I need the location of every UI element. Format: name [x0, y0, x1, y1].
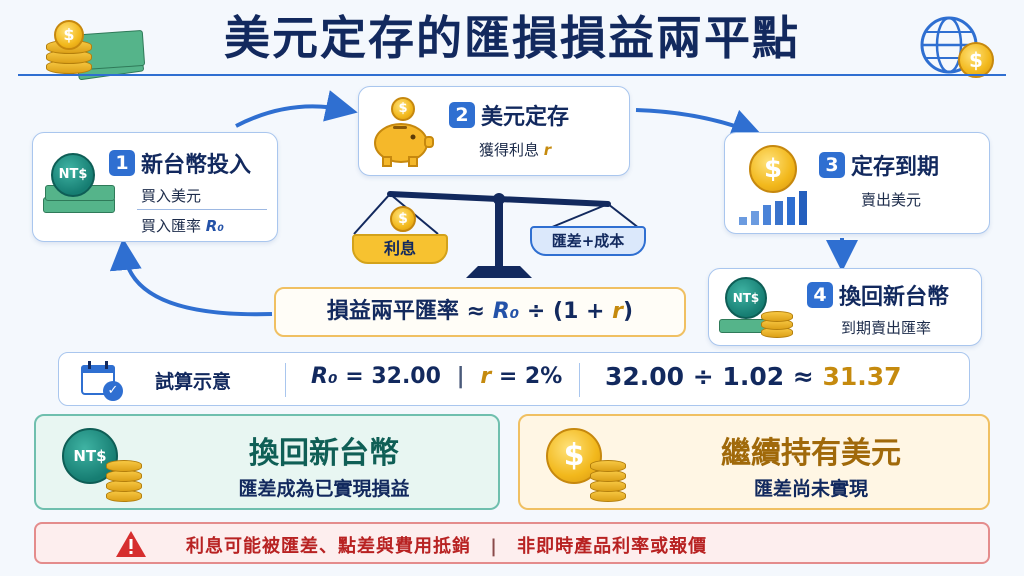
ntd-coins-icon: NT$	[717, 275, 801, 343]
coin-stack-cash-icon: $	[42, 16, 146, 81]
ntd-coins-icon: NT$	[60, 426, 150, 506]
step-line: 買入匯率	[141, 217, 202, 235]
r-value: = 2%	[491, 364, 563, 389]
usd-coins-icon: $	[544, 426, 634, 506]
r0-value: = 32.00	[337, 364, 441, 389]
step-title: 定存到期	[851, 155, 940, 180]
globe-coin-icon: $	[912, 14, 998, 78]
separator: |	[490, 536, 498, 557]
breakeven-formula: 損益兩平匯率 ≈ R₀ ÷ (1 + r)	[274, 287, 686, 337]
step-line: 買入美元	[141, 187, 202, 205]
outcome-convert-ntd: NT$ 換回新台幣 匯差成為已實現損益	[34, 414, 500, 510]
r0-variable: R₀	[492, 299, 520, 324]
fx-cost-label: 匯差+成本	[551, 232, 625, 250]
outcome-sub: 匯差成為已實現損益	[238, 478, 410, 500]
warning-text: 利息可能被匯差、點差與費用抵銷	[186, 536, 471, 557]
outcome-sub: 匯差尚未實現	[753, 478, 868, 500]
interest-coin-icon: $	[390, 206, 416, 232]
step-number: 1	[109, 150, 135, 176]
scale-right-pan: 匯差+成本	[530, 226, 646, 256]
step-title: 新台幣投入	[141, 153, 252, 178]
calculation-example: ✓ 試算示意 R₀ = 32.00 | r = 2% 32.00 ÷ 1.02 …	[58, 352, 970, 406]
calc-expression: 32.00 ÷ 1.02 ≈	[605, 362, 823, 391]
ntd-cash-icon: NT$	[41, 151, 121, 229]
r-variable: r	[612, 299, 623, 324]
coin-growth-icon: $	[735, 143, 815, 227]
step-line: 獲得利息	[479, 141, 540, 159]
warning-text-2: 非即時產品利率或報價	[517, 536, 708, 557]
calc-result: 31.37	[822, 362, 902, 391]
warning-icon	[116, 531, 146, 557]
warning-banner: 利息可能被匯差、點差與費用抵銷 | 非即時產品利率或報價	[34, 522, 990, 564]
title-divider	[18, 74, 1006, 76]
outcome-hold-usd: $ 繼續持有美元 匯差尚未實現	[518, 414, 990, 510]
arrow-1-to-2	[235, 90, 358, 128]
step-line: 到期賣出匯率	[841, 319, 932, 337]
arrow-back-to-1	[109, 238, 273, 317]
r-variable: r	[543, 141, 552, 159]
separator: |	[456, 364, 465, 389]
step-number: 4	[807, 282, 833, 308]
step-line: 賣出美元	[861, 191, 922, 209]
arrow-2-to-3	[635, 108, 764, 140]
outcome-title: 換回新台幣	[249, 436, 399, 471]
step-number: 2	[449, 102, 475, 128]
calc-label: 試算示意	[155, 371, 232, 393]
step-number: 3	[819, 152, 845, 178]
r-variable: r	[480, 364, 492, 389]
step-title: 換回新台幣	[839, 285, 950, 310]
step-title: 美元定存	[481, 105, 570, 130]
outcome-title: 繼續持有美元	[721, 436, 901, 471]
calendar-check-icon: ✓	[81, 359, 125, 401]
scale-left-pan: 利息	[352, 234, 448, 264]
page-title: 美元定存的匯損損益兩平點	[224, 11, 800, 65]
interest-label: 利息	[383, 239, 416, 258]
piggy-bank-icon: $	[369, 97, 439, 167]
r0-variable: R₀	[311, 364, 338, 389]
balance-scale: $ 利息 匯差+成本	[344, 182, 654, 288]
r0-variable: R₀	[205, 217, 224, 235]
